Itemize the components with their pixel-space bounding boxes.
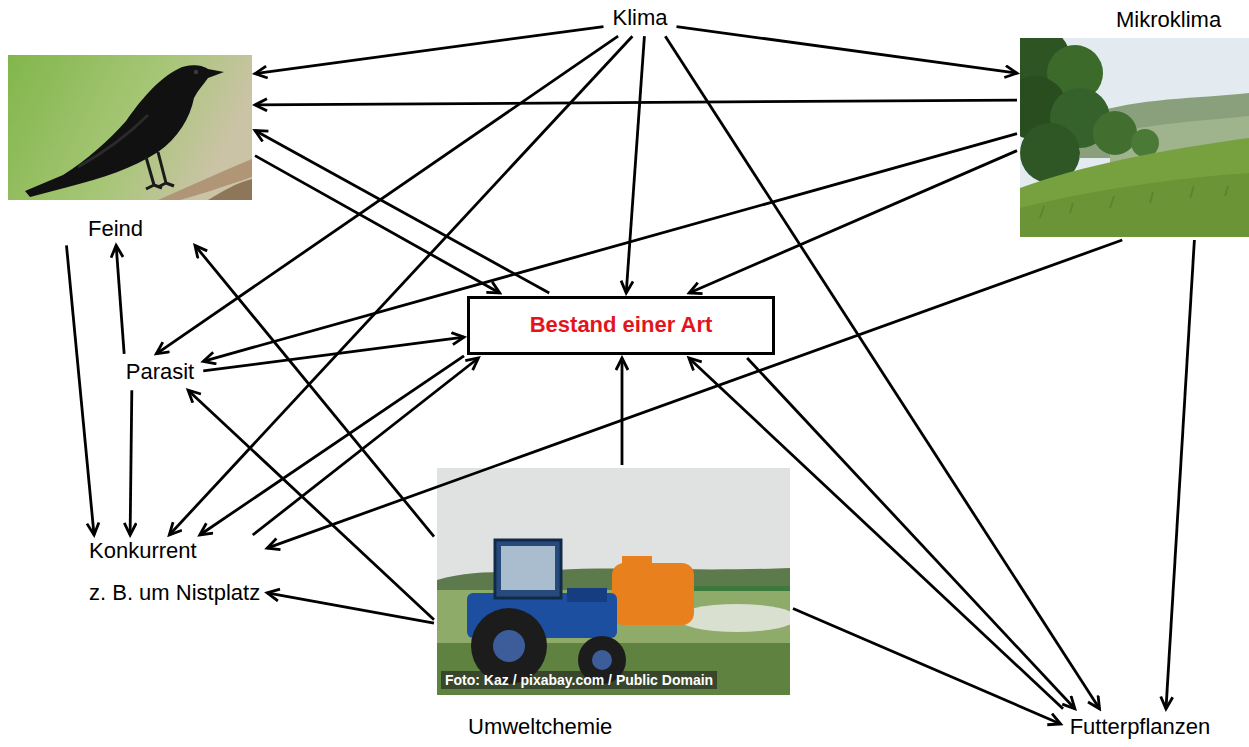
influence-arrow <box>621 358 624 465</box>
factor-label: Konkurrent z. B. um Nistplatz <box>85 538 264 607</box>
photo-area <box>8 55 252 200</box>
influence-arrow <box>169 36 632 535</box>
influence-arrow <box>267 240 1122 548</box>
influence-arrow <box>116 245 124 353</box>
node-text: Futterpflanzen <box>1070 714 1211 740</box>
influence-arrow <box>255 156 500 293</box>
photo-area <box>1020 38 1249 237</box>
factor-label: Futterpflanzen <box>1064 712 1217 742</box>
node-text: Klima <box>612 5 667 31</box>
factor-photo-node: Mikroklima <box>1020 7 1249 237</box>
influence-arrow <box>255 27 603 74</box>
factor-label: Klima <box>606 3 673 33</box>
node-text: Parasit <box>126 359 194 385</box>
influence-arrow <box>677 27 1018 74</box>
crow-photo <box>8 55 252 200</box>
factor-label: Parasit <box>120 357 200 387</box>
influence-arrow <box>130 390 132 535</box>
factor-photo-node: Umweltchemie <box>437 468 790 740</box>
landscape-photo <box>1020 38 1249 237</box>
node-text: Feind <box>8 216 252 242</box>
node-text: Mikroklima <box>1020 7 1249 33</box>
influence-arrow <box>747 358 1075 709</box>
influence-arrow <box>267 593 434 623</box>
influence-arrow <box>255 131 549 293</box>
branch <box>158 159 252 200</box>
node-text: Konkurrent <box>89 538 260 564</box>
influence-arrow <box>1166 240 1194 709</box>
tractor-figure <box>467 540 790 684</box>
node-text: Umweltchemie <box>437 714 790 740</box>
factor-photo-node: Feind <box>8 55 252 242</box>
influence-arrow <box>203 337 464 371</box>
tractor-photo <box>437 468 790 695</box>
influence-arrow <box>66 245 94 535</box>
node-text: z. B. um Nistplatz <box>89 580 260 606</box>
target-box: Bestand einer Art <box>467 296 775 355</box>
node-text: Bestand einer Art <box>530 312 713 338</box>
influence-arrow <box>793 608 1061 724</box>
influence-arrow <box>195 245 434 536</box>
influence-arrow <box>200 356 464 535</box>
photo-area <box>437 468 790 695</box>
influence-arrow <box>665 36 1099 709</box>
influence-arrow <box>253 358 479 535</box>
influence-arrow <box>689 358 1063 709</box>
influence-arrow <box>255 100 1017 105</box>
influence-arrow <box>626 36 644 293</box>
crow-figure <box>25 65 224 197</box>
influence-arrow <box>689 151 1017 293</box>
photo-credit: Foto: Kaz / pixabay.com / Public Domain <box>441 671 717 689</box>
